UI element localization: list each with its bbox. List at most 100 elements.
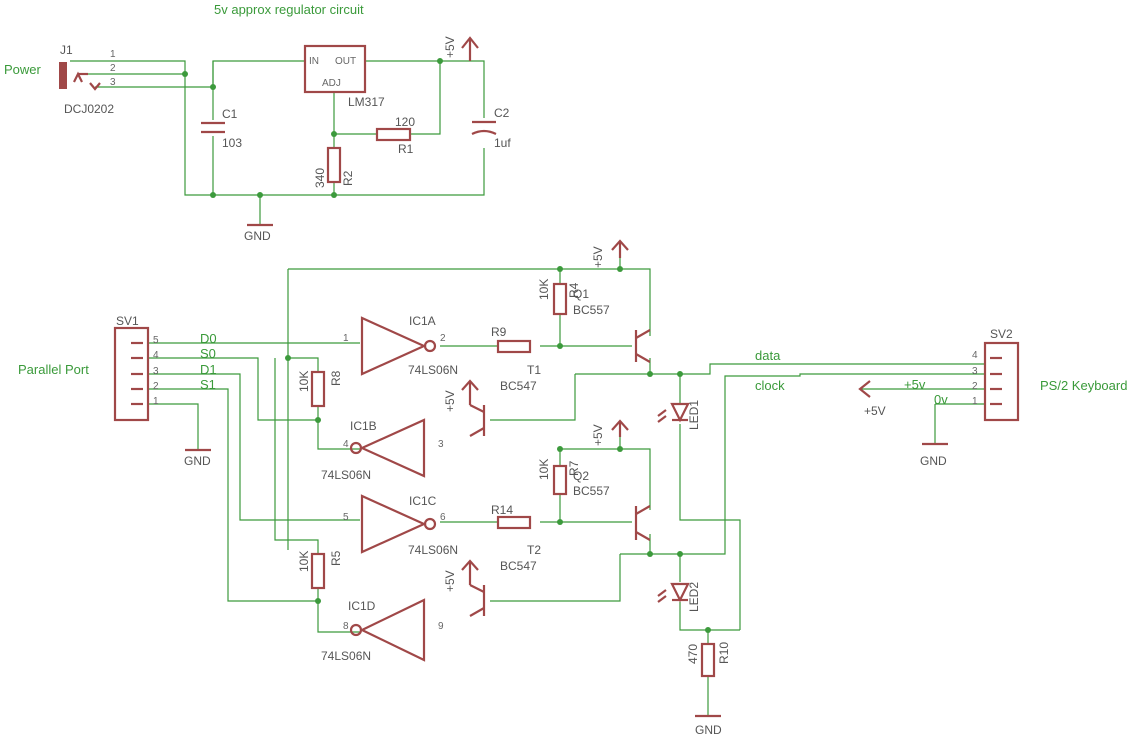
resistor-r10 xyxy=(700,642,716,678)
ic1b-pin-in: 3 xyxy=(438,439,444,450)
net-clock: clock xyxy=(755,378,785,393)
net-s1: S1 xyxy=(200,377,216,392)
ic1c-pin-in: 5 xyxy=(343,512,349,523)
supply-arrow-q1 xyxy=(611,239,629,258)
ic1d-pin-out: 8 xyxy=(343,621,349,632)
resistor-r8 xyxy=(310,370,326,408)
resistor-r14 xyxy=(496,515,532,530)
c1-value: 103 xyxy=(222,136,242,150)
r2-value: 340 xyxy=(313,168,327,188)
r4-value: 10K xyxy=(537,279,551,300)
inverter-ic1a xyxy=(360,316,437,376)
reg-adj-pin: ADJ xyxy=(322,78,341,89)
ic1d-name: IC1D xyxy=(348,599,376,613)
net-d1: D1 xyxy=(200,362,217,377)
sv1-pin-3: 3 xyxy=(153,366,159,377)
capacitor-c1 xyxy=(201,121,225,134)
connector-sv2 xyxy=(983,341,1020,422)
j1-pin-3: 3 xyxy=(110,77,116,88)
net-s0: S0 xyxy=(200,346,216,361)
net-d0: D0 xyxy=(200,331,217,346)
j1-value: DCJ0202 xyxy=(64,102,114,116)
sv2-pin-4: 4 xyxy=(972,350,978,361)
supply-label-top: +5V xyxy=(443,36,457,58)
r8-name: R8 xyxy=(329,370,343,386)
ic1d-pin-in: 9 xyxy=(438,621,444,632)
r10-name: R10 xyxy=(717,642,731,664)
led1-name: LED1 xyxy=(687,400,701,430)
sv2-pin-1: 1 xyxy=(972,396,978,407)
ic1d-value: 74LS06N xyxy=(321,649,371,663)
ic1b-pin-out: 4 xyxy=(343,439,349,450)
r1-name: R1 xyxy=(398,142,414,156)
inverter-ic1d xyxy=(349,598,426,662)
q1-value: BC557 xyxy=(573,303,610,317)
resistor-r1 xyxy=(375,127,412,142)
resistor-r4 xyxy=(552,282,568,316)
q1-name: Q1 xyxy=(573,287,589,301)
q2-value: BC557 xyxy=(573,484,610,498)
ic1c-value: 74LS06N xyxy=(408,543,458,557)
r7-value: 10K xyxy=(537,459,551,480)
r4-name: R4 xyxy=(567,282,581,298)
dc-jack-j1 xyxy=(59,62,101,91)
reg-out-pin: OUT xyxy=(335,56,356,67)
reg-name: LM317 xyxy=(348,95,385,109)
supply-arrow-top xyxy=(461,36,479,61)
r7-name: R7 xyxy=(567,460,581,476)
net-0v: 0v xyxy=(934,392,948,407)
circuit-title: 5v approx regulator circuit xyxy=(214,2,364,17)
resistor-r7 xyxy=(552,464,568,496)
led-led1 xyxy=(657,402,690,423)
sv1-pin-4: 4 xyxy=(153,350,159,361)
supply-label-sv2: +5V xyxy=(864,404,886,418)
gnd-label-r10: GND xyxy=(695,723,722,737)
sv1-name: SV1 xyxy=(116,314,139,328)
ps2-keyboard-label: PS/2 Keyboard xyxy=(1040,378,1127,393)
supply-label-q1: +5V xyxy=(591,246,605,268)
t1-value: BC547 xyxy=(500,379,537,393)
r10-value: 470 xyxy=(686,644,700,664)
sv1-pin-2: 2 xyxy=(153,381,159,392)
sv1-pin-5: 5 xyxy=(153,335,159,346)
transistor-q2 xyxy=(634,505,651,541)
regulator-lm317 xyxy=(303,44,367,94)
transistor-t1 xyxy=(469,404,486,437)
supply-arrow-t2 xyxy=(461,559,479,585)
c1-name: C1 xyxy=(222,107,238,121)
net-plus5: +5v xyxy=(904,377,926,392)
j1-name: J1 xyxy=(60,43,73,57)
r8-value: 10K xyxy=(297,371,311,392)
r2-name: R2 xyxy=(341,170,355,186)
sv2-name: SV2 xyxy=(990,327,1013,341)
supply-label-t1: +5V xyxy=(443,390,457,412)
supply-arrow-t1 xyxy=(461,379,479,405)
inverter-ic1b xyxy=(349,418,426,478)
ic1a-pin-in: 1 xyxy=(343,333,349,344)
t1-name: T1 xyxy=(527,363,541,377)
ic1a-value: 74LS06N xyxy=(408,363,458,377)
supply-arrow-q2 xyxy=(611,419,629,437)
j1-pin-1: 1 xyxy=(110,49,116,60)
connector-sv1 xyxy=(113,326,150,422)
ic1a-pin-out: 2 xyxy=(440,333,446,344)
r1-value: 120 xyxy=(395,115,415,129)
reg-in-pin: IN xyxy=(309,56,319,67)
parallel-port-label: Parallel Port xyxy=(18,362,89,377)
transistor-t2 xyxy=(469,584,486,617)
junctions xyxy=(182,58,711,633)
ic1b-name: IC1B xyxy=(350,419,377,433)
c2-name: C2 xyxy=(494,106,510,120)
resistor-r5 xyxy=(310,552,326,590)
led-led2 xyxy=(657,582,690,603)
inverter-ic1c xyxy=(360,494,437,554)
capacitor-c2 xyxy=(471,120,497,135)
power-label: Power xyxy=(4,62,42,77)
ic1c-name: IC1C xyxy=(409,494,437,508)
r9-name: R9 xyxy=(491,325,507,339)
gnd-label-sv2: GND xyxy=(920,454,947,468)
r5-value: 10K xyxy=(297,551,311,572)
ic1a-name: IC1A xyxy=(409,314,436,328)
